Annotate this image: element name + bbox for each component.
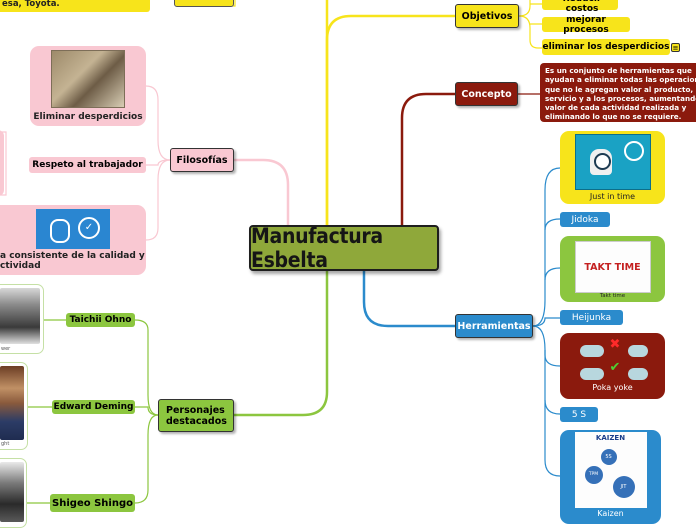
objetivo-reducir-costos[interactable]: Reducir costos xyxy=(542,0,618,14)
takt-time-card[interactable]: TAKT TIME Takt time xyxy=(560,236,665,302)
calidad-card[interactable]: ✓ a consistente de la calidad y ctividad xyxy=(0,205,146,275)
central-topic[interactable]: Manufactura Esbelta xyxy=(249,224,439,272)
kaizen-image: KAIZEN 5S TPM JIT xyxy=(574,432,647,508)
persona-taichii-ohno[interactable]: Taichii Ohno xyxy=(66,313,135,327)
objetivos-label: Objetivos xyxy=(461,10,513,22)
filosofias-node[interactable]: Filosofías xyxy=(170,148,234,172)
shingo-photo-card[interactable] xyxy=(0,458,27,528)
kaizen-label: Kaizen xyxy=(597,509,624,518)
calidad-label-line2: ctividad xyxy=(0,261,41,271)
deming-photo-caption: ght xyxy=(1,441,10,447)
heijunka-node[interactable]: Heijunka xyxy=(560,310,623,325)
quality-badge-image: ✓ xyxy=(36,209,110,249)
note-icon[interactable]: ≡ xyxy=(671,43,680,52)
award-badge-icon: ✓ xyxy=(78,217,100,239)
persona-shigeo-shingo[interactable]: Shigeo Shingo xyxy=(50,494,135,512)
takt-time-image: TAKT TIME xyxy=(574,241,651,293)
eliminar-desperdicios-label: Eliminar desperdicios xyxy=(33,112,143,122)
takt-time-title: TAKT TIME xyxy=(584,261,641,273)
waste-photo xyxy=(51,50,125,108)
stopwatch-icon xyxy=(623,141,644,161)
five-s-label: 5 S xyxy=(571,409,587,420)
persona-edward-deming[interactable]: Edward Deming xyxy=(52,400,135,414)
gear-icon: JIT xyxy=(612,476,635,498)
clock-icon xyxy=(593,153,611,170)
objetivo-label: eliminar los desperdicios xyxy=(542,42,670,52)
eliminar-desperdicios-card[interactable]: Eliminar desperdicios xyxy=(30,46,146,126)
kaizen-gear-label: JIT xyxy=(620,484,627,490)
kaizen-gear-label: TPM xyxy=(588,472,599,477)
poka-yoke-label: Poka yoke xyxy=(592,383,633,392)
jidoka-node[interactable]: Jidoka xyxy=(560,212,610,227)
plug-icon xyxy=(579,368,604,380)
socket-icon xyxy=(627,345,648,357)
concepto-label: Concepto xyxy=(461,88,512,100)
just-in-time-label: Just in time xyxy=(589,192,636,201)
personajes-label-line1: Personajes xyxy=(166,404,225,416)
five-s-node[interactable]: 5 S xyxy=(560,407,598,422)
socket-icon xyxy=(627,368,648,380)
just-in-time-card[interactable]: Just in time xyxy=(560,131,665,204)
top-fragment-note[interactable]: esa, Toyota. xyxy=(0,0,150,12)
objetivos-node[interactable]: Objetivos xyxy=(455,4,519,28)
respeto-trabajador-label: Respeto al trabajador xyxy=(32,160,143,170)
ohno-photo xyxy=(0,288,40,344)
persona-label: Shigeo Shingo xyxy=(52,497,133,509)
concepto-node[interactable]: Concepto xyxy=(455,82,518,106)
persona-label: Edward Deming xyxy=(53,402,134,412)
deming-photo xyxy=(0,366,24,440)
jidoka-label: Jidoka xyxy=(571,214,599,225)
poka-yoke-card[interactable]: ✖ ✔ Poka yoke xyxy=(560,333,665,399)
persona-label: Taichii Ohno xyxy=(69,315,132,325)
just-in-time-image xyxy=(574,134,651,190)
calidad-label-line1: a consistente de la calidad y xyxy=(0,251,145,261)
central-title: Manufactura Esbelta xyxy=(251,224,383,272)
check-icon: ✔ xyxy=(609,360,621,375)
concepto-text: Es un conjunto de herramientas que ayuda… xyxy=(545,66,696,122)
objetivo-label: mejorar procesos xyxy=(563,14,609,35)
poka-yoke-image: ✖ ✔ xyxy=(576,337,650,382)
left-edge-pink-node[interactable] xyxy=(0,130,4,196)
personajes-node[interactable]: Personajes destacados xyxy=(158,399,234,432)
heijunka-label: Heijunka xyxy=(571,312,612,323)
objetivo-eliminar-desperdicios[interactable]: eliminar los desperdicios xyxy=(542,39,670,55)
kaizen-card[interactable]: KAIZEN 5S TPM JIT Kaizen xyxy=(560,430,661,524)
kaizen-gear-label: 5S xyxy=(605,454,612,460)
deming-photo-card[interactable]: ght xyxy=(0,362,28,450)
cross-icon: ✖ xyxy=(609,337,621,352)
objetivo-label: Reducir costos xyxy=(563,0,602,14)
top-fragment-box[interactable] xyxy=(174,0,234,7)
respeto-trabajador-node[interactable]: Respeto al trabajador xyxy=(29,157,146,173)
ohno-photo-caption: wer xyxy=(1,346,11,352)
herramientas-label: Herramientas xyxy=(457,320,531,332)
plug-icon xyxy=(579,345,604,357)
top-fragment-text: esa, Toyota. xyxy=(2,0,60,9)
gear-icon: TPM xyxy=(584,466,603,484)
personajes-label-line2: destacados xyxy=(166,415,227,427)
shingo-photo xyxy=(0,462,24,522)
takt-time-label: Takt time xyxy=(599,293,626,299)
herramientas-node[interactable]: Herramientas xyxy=(455,314,533,338)
filosofias-label: Filosofías xyxy=(176,154,228,166)
kaizen-title: KAIZEN xyxy=(595,434,626,442)
gear-icon: 5S xyxy=(600,449,617,465)
concepto-description[interactable]: Es un conjunto de herramientas que ayuda… xyxy=(540,63,696,122)
ohno-photo-card[interactable]: wer xyxy=(0,284,44,354)
ok-hand-icon xyxy=(50,219,70,243)
objetivo-mejorar-procesos[interactable]: mejorar procesos xyxy=(542,14,630,35)
